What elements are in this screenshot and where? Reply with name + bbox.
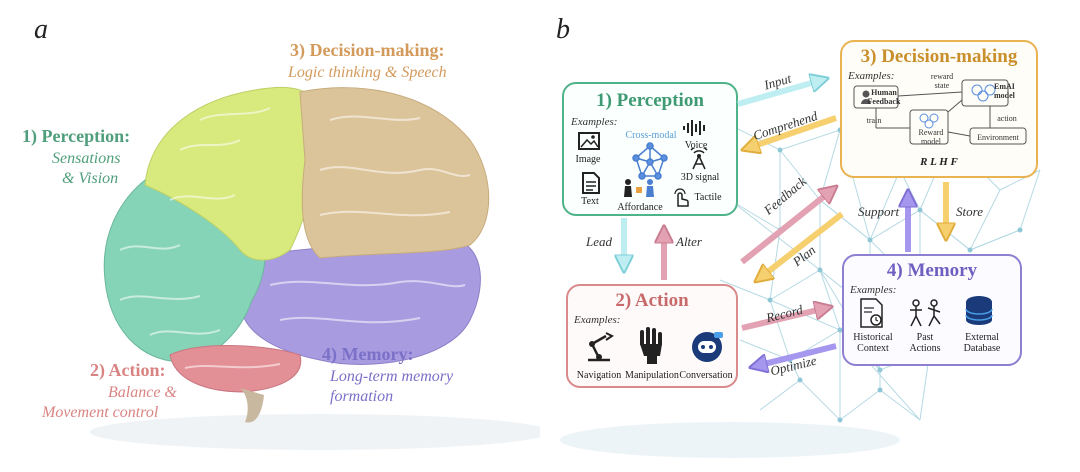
historical-line2: Context [857,343,889,354]
past-line2: Actions [909,343,941,354]
tactile-icon [674,188,689,207]
database-icon [965,296,993,325]
rlhf-label: R L H F [920,156,958,168]
region-decision-label: 3) Decision-making: [290,40,445,61]
region-perception-colon: : [124,126,131,146]
reward-label: reward [930,72,954,81]
brain-shadow [90,414,540,450]
region-perception-sub1: Sensations [52,150,121,167]
perception-item-3d-signal: 3D signal [680,172,720,183]
perception-item-image: Image [575,154,601,165]
action-title: 2) Action [615,290,689,311]
action-item-navigation: Navigation [576,370,622,381]
region-memory-colon: : [407,344,414,364]
reward-state-label: reward state [922,72,962,90]
panel-b-letter: b [556,14,570,45]
region-action-sub2: Movement control [42,404,159,421]
robot-arm-icon [588,332,614,362]
decision-box: 3) Decision-making Examples: Human Feedb… [840,40,1038,178]
arrow-label-support: Support [858,204,900,219]
memory-item-historical: Historical Context [846,332,900,354]
region-perception-label: 1) Perception: [22,126,130,147]
region-decision-sub1: Logic thinking & Speech [288,64,447,81]
region-action-colon: : [159,360,166,380]
region-memory-sub2: formation [330,388,394,405]
region-action-sub1: Balance & [108,384,177,401]
historical-line1: Historical [853,332,893,343]
emai-line2: model [994,91,1015,100]
brain-folds [119,107,471,369]
arrow-optimize [756,343,837,366]
region-memory-title: 4) Memory [322,344,408,364]
cross-modal-icon [632,142,668,180]
region-decision-colon: : [438,40,445,60]
state-label: state [934,81,950,90]
perception-item-tactile: Tactile [694,192,722,203]
region-decision-title: 3) Decision-making [290,40,439,60]
arrow-feedback [740,190,832,265]
action-box: 2) Action Examples: Navigation Manipulat… [566,284,738,388]
rlhf-flow-diagram [853,79,1027,145]
perception-item-affordance: Affordance [617,202,663,213]
memory-box: 4) Memory Examples: Historical Context P… [842,254,1022,366]
train-label: train [866,116,882,125]
voice-icon [683,120,705,136]
arrow-label-alter: Alter [676,234,702,249]
decision-examples-label: Examples: [848,70,895,82]
human-feedback-line1: Human [871,88,897,97]
arrow-label-store: Store [956,204,983,219]
affordance-icon [624,179,654,197]
action-item-conversation: Conversation [679,370,733,381]
arrow-plan [760,211,844,278]
emai-model-label: EmAI model [994,82,1015,100]
database-line2: Database [963,343,1001,354]
robot-hand-icon [640,327,662,364]
region-perception-sub2: & Vision [62,170,119,187]
text-doc-icon [582,172,600,194]
human-feedback-line2: Feedback [867,97,901,106]
human-feedback-label: Human Feedback [866,88,902,106]
perception-item-text: Text [581,196,599,207]
perception-title: 1) Perception [596,90,704,111]
reward-model-label: Reward model [912,128,950,146]
arrow-input [737,80,822,107]
memory-title: 4) Memory [886,260,978,281]
arrow-label-lead: Lead [586,234,612,249]
region-memory-label: 4) Memory: [322,344,413,365]
action-flow-label: action [997,114,1017,123]
past-actions-icon [910,299,941,327]
region-perception-title: 1) Perception [22,126,125,146]
environment-label: Environment [977,133,1019,142]
memory-item-past-actions: Past Actions [904,332,946,354]
action-lobe [169,345,302,393]
reward-model-line2: model [921,137,941,146]
signal-tower-icon [690,148,708,170]
history-doc-icon [860,298,883,328]
brainstem [240,388,264,423]
decision-title: 3) Decision-making [860,46,1018,67]
arrow-comprehend [748,115,837,148]
chatbot-icon [692,332,723,362]
reward-model-line1: Reward [918,128,944,137]
emai-line1: EmAI [994,82,1015,91]
memory-item-database: External Database [954,332,1010,354]
perception-box: 1) Perception Examples: Image Cross-moda… [562,82,738,216]
past-line1: Past [916,332,934,343]
memory-examples-label: Examples: [850,284,897,296]
action-item-manipulation: Manipulation [625,370,679,381]
perception-item-voice: Voice [684,140,708,151]
region-action-label: 2) Action: [90,360,166,381]
brain-illustration [90,86,540,450]
arrow-record [741,308,826,331]
database-line1: External [965,332,999,343]
region-action-title: 2) Action [90,360,160,380]
perception-item-cross-modal: Cross-modal [625,130,677,141]
panel-a-letter: a [34,14,48,45]
region-memory-sub1: Long-term memory [330,368,454,385]
action-examples-label: Examples: [574,314,621,326]
image-icon [578,132,600,150]
perception-examples-label: Examples: [571,116,618,128]
